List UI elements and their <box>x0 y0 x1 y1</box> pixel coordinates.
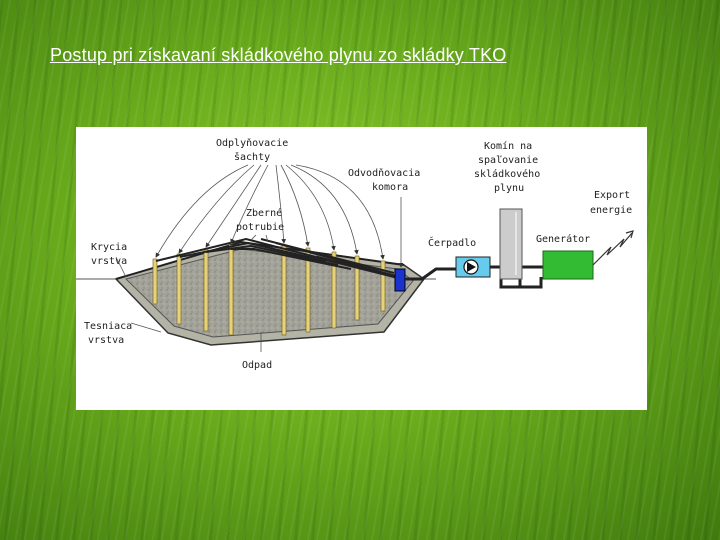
label-export-2: energie <box>590 205 632 216</box>
label-tesn-1: Tesniaca <box>84 321 132 332</box>
label-odpad: Odpad <box>242 360 272 371</box>
flare-chimney <box>500 209 522 279</box>
diagram-canvas: Odplyňovacie šachty Zberné potrubie Kryc… <box>76 127 647 410</box>
label-komin-1: Komín na <box>484 140 532 152</box>
export-lightning-icon <box>593 233 632 265</box>
callout-seal <box>131 323 161 332</box>
label-komin-4: plynu <box>494 183 524 194</box>
label-komin-2: spaľovanie <box>478 155 538 166</box>
label-kryc-2: vrstva <box>91 256 127 267</box>
landfill-gas-diagram: Odplyňovacie šachty Zberné potrubie Kryc… <box>76 127 647 410</box>
label-zberne-1: Zberné <box>246 207 282 219</box>
slide-title: Postup pri získavaní skládkového plynu z… <box>50 45 700 66</box>
label-odvod-1: Odvodňovacia <box>348 167 420 179</box>
label-odvod-2: komora <box>372 182 408 193</box>
label-komin-3: skládkového <box>474 168 540 180</box>
label-kryc-1: Krycia <box>91 242 127 253</box>
label-cerpadlo: Čerpadlo <box>428 236 476 249</box>
label-odplynovacie-1: Odplyňovacie <box>216 137 288 149</box>
label-export-1: Export <box>594 190 630 201</box>
label-odplynovacie-2: šachty <box>234 151 270 163</box>
label-zberne-2: potrubie <box>236 222 284 233</box>
label-tesn-2: vrstva <box>88 335 124 346</box>
label-generator: Generátor <box>536 233 590 245</box>
generator <box>543 251 593 279</box>
dewatering-chamber <box>395 269 405 291</box>
